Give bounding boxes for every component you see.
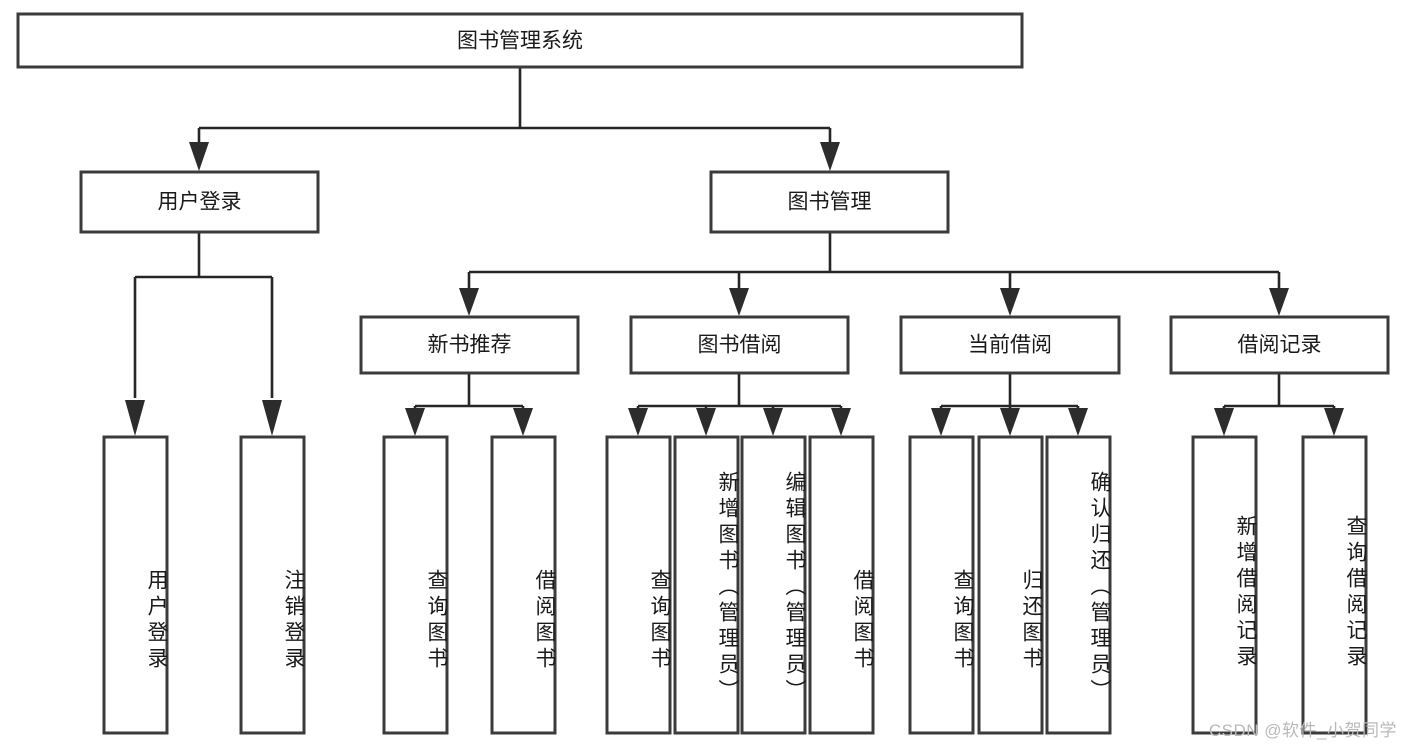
node-label-book-borrow: 图书借阅	[698, 334, 782, 357]
arrow-head-leaf-user-login	[125, 400, 145, 436]
leaf-box-borrow-book-1[interactable]	[490, 435, 557, 735]
leaf-box-edit-book[interactable]	[740, 435, 807, 735]
node-borrow-record[interactable]	[1169, 315, 1390, 375]
csdn-watermark: CSDN @软件_小贺同学	[1208, 721, 1397, 740]
arrow-head-leaf-confirm-return	[1068, 408, 1088, 436]
connector-layer	[125, 67, 1344, 436]
leaf-box-user-login[interactable]	[102, 435, 169, 735]
arrow-head-leaf-query-record	[1324, 408, 1344, 436]
arrow-head-leaf-add-book	[696, 408, 716, 436]
node-book-management[interactable]	[709, 170, 950, 234]
leaf-box-query-book-1[interactable]	[382, 435, 449, 735]
leaf-box-borrow-book-2[interactable]	[808, 435, 875, 735]
node-label-book-management-system: 图书管理系统	[457, 30, 583, 53]
node-book-borrow[interactable]	[629, 315, 850, 375]
arrow-head-leaf-query-book-2	[628, 408, 648, 436]
arrow-head-borrowrecord	[1269, 288, 1289, 316]
leaf-box-logout[interactable]	[239, 435, 306, 735]
leaf-box-add-book[interactable]	[673, 435, 740, 735]
leaf-box-query-book-2[interactable]	[605, 435, 672, 735]
node-current-borrow[interactable]	[899, 315, 1121, 375]
node-label-user-login: 用户登录	[158, 191, 242, 214]
node-user-login[interactable]	[79, 170, 320, 234]
node-new-book-recommend[interactable]	[359, 315, 580, 375]
arrow-head-newbook	[459, 288, 479, 316]
leaf-box-return-book[interactable]	[977, 435, 1044, 735]
arrow-head-leaf-query-book-1	[405, 408, 425, 436]
arrow-head-bookborrow	[729, 288, 749, 316]
arrow-head-leaf-query-book-3	[931, 408, 951, 436]
arrow-head-leaf-logout	[262, 400, 282, 436]
node-label-borrow-record: 借阅记录	[1238, 334, 1322, 357]
node-label-new-book-recommend: 新书推荐	[428, 334, 512, 357]
arrow-head-leaf-return-book	[1000, 408, 1020, 436]
leaf-box-query-book-3[interactable]	[908, 435, 975, 735]
node-label-current-borrow: 当前借阅	[968, 334, 1052, 357]
arrow-head-leaf-borrow-book-2	[831, 408, 851, 436]
leaf-box-confirm-return[interactable]	[1045, 435, 1112, 735]
leaf-box-query-record[interactable]	[1301, 435, 1368, 735]
node-layer: 图书管理系统 用户登录 图书管理 新书推荐 图书借阅 当前借阅 借阅记录	[16, 12, 1390, 735]
node-book-management-system[interactable]	[16, 12, 1024, 69]
arrow-head-leaf-add-record	[1214, 408, 1234, 436]
arrow-head-currentborrow	[1000, 288, 1020, 316]
node-label-book-management: 图书管理	[788, 191, 872, 214]
arrow-head-userlogin	[189, 142, 209, 171]
arrow-head-leaf-borrow-book-1	[513, 408, 533, 436]
arrow-head-leaf-edit-book	[763, 408, 783, 436]
leaf-box-add-record[interactable]	[1191, 435, 1258, 735]
arrow-head-bookmgmt	[820, 142, 840, 171]
